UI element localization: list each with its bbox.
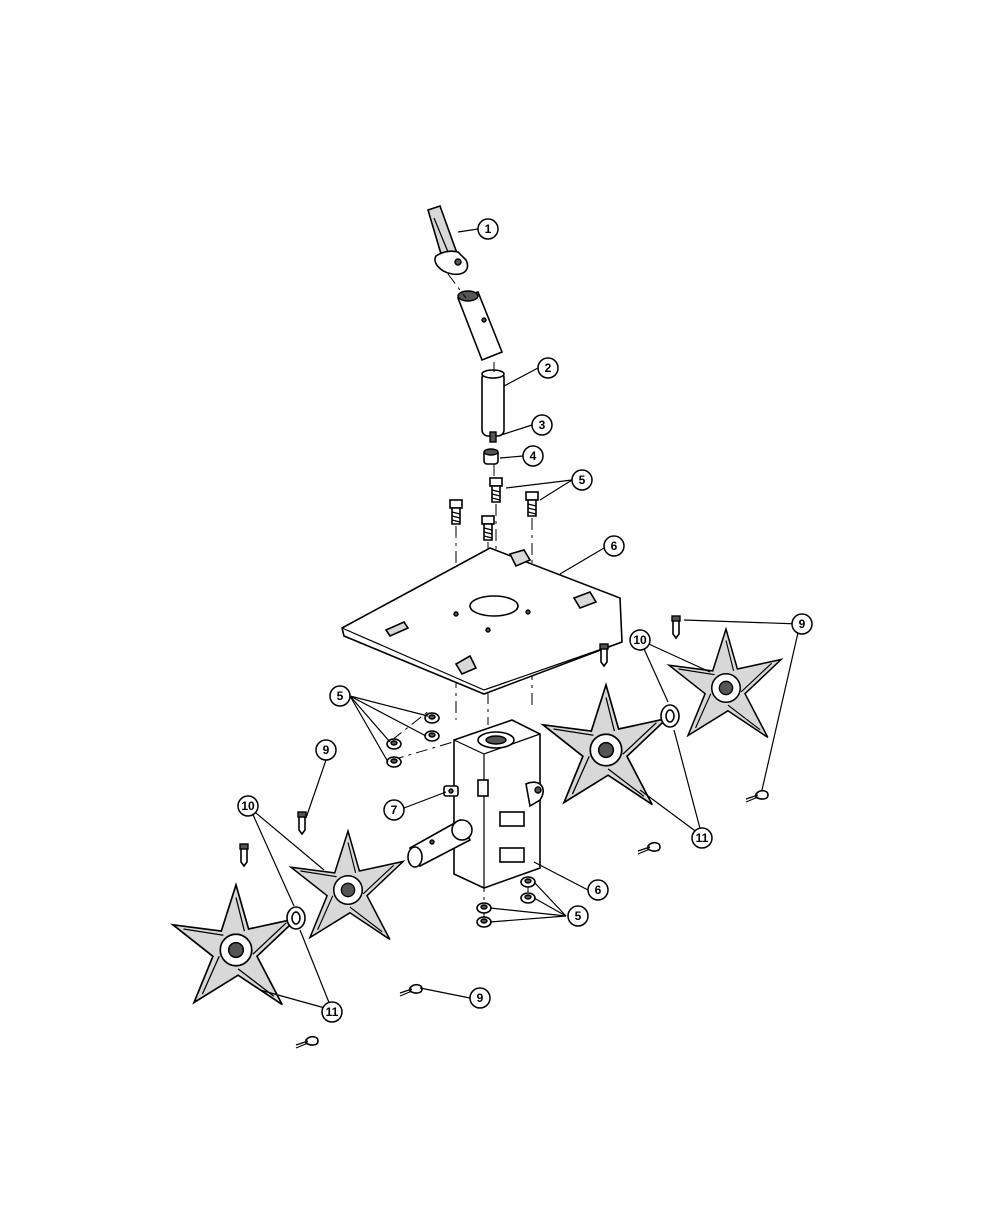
svg-text:5: 5	[337, 689, 344, 703]
grease-fitting	[443, 785, 459, 797]
nut	[424, 712, 440, 724]
tine-assembly	[172, 884, 298, 1006]
callout-5: 5	[329, 685, 351, 707]
nut	[476, 902, 492, 914]
nut	[386, 756, 402, 768]
svg-text:5: 5	[575, 909, 582, 923]
leader-lines	[249, 228, 801, 1011]
svg-text:1: 1	[485, 222, 492, 236]
svg-text:9: 9	[323, 743, 330, 757]
callout-6: 6	[603, 535, 625, 557]
svg-text:11: 11	[696, 831, 709, 845]
svg-text:11: 11	[326, 1005, 339, 1019]
clevis-pin	[239, 843, 249, 867]
bolt	[449, 499, 463, 525]
callout-9: 9	[315, 739, 337, 761]
transmission-housing	[453, 719, 544, 889]
callout-11: 11	[691, 827, 713, 849]
svg-text:2: 2	[545, 361, 552, 375]
callout-10: 10	[237, 795, 259, 817]
callout-1: 1	[477, 218, 499, 240]
svg-text:9: 9	[477, 991, 484, 1005]
spacer-washer	[660, 704, 680, 728]
callout-5: 5	[571, 469, 593, 491]
callout-4: 4	[522, 445, 544, 467]
svg-text:9: 9	[799, 617, 806, 631]
coupling-bushing	[483, 448, 499, 465]
svg-text:5: 5	[579, 473, 586, 487]
svg-text:3: 3	[539, 418, 546, 432]
hair-pin-clip	[295, 1035, 319, 1049]
callout-11: 11	[321, 1001, 343, 1023]
bolt	[481, 515, 495, 541]
svg-text:10: 10	[633, 633, 647, 647]
clevis-pin	[297, 811, 307, 835]
clevis-pin	[599, 643, 609, 667]
svg-text:4: 4	[530, 449, 537, 463]
callout-3: 3	[531, 414, 553, 436]
hair-pin-clip	[399, 983, 423, 997]
tine-assembly	[668, 628, 782, 739]
shaft-sleeve	[456, 290, 504, 362]
callout-7: 7	[383, 799, 405, 821]
nut	[520, 892, 536, 904]
tine-shield	[341, 547, 623, 695]
callout-2: 2	[537, 357, 559, 379]
svg-text:10: 10	[241, 799, 255, 813]
svg-text:6: 6	[611, 539, 618, 553]
bolt	[525, 491, 539, 517]
clevis-pin	[671, 615, 681, 639]
callout-9: 9	[791, 613, 813, 635]
hair-pin-clip	[637, 841, 661, 855]
clevis-connector	[427, 204, 469, 276]
callout-6: 6	[587, 879, 609, 901]
tine-assembly	[290, 830, 404, 941]
spacer-washer	[286, 906, 306, 930]
callout-9: 9	[469, 987, 491, 1009]
tine-assembly	[542, 684, 668, 806]
svg-text:6: 6	[595, 883, 602, 897]
hair-pin-clip	[745, 789, 769, 803]
nut	[476, 916, 492, 928]
nut	[520, 876, 536, 888]
callout-5: 5	[567, 905, 589, 927]
shaft-pin	[489, 431, 497, 443]
output-shaft	[407, 818, 473, 868]
callout-10: 10	[629, 629, 651, 651]
drive-shaft	[481, 369, 505, 437]
svg-text:7: 7	[391, 803, 398, 817]
nut	[424, 730, 440, 742]
bolt	[489, 477, 503, 503]
